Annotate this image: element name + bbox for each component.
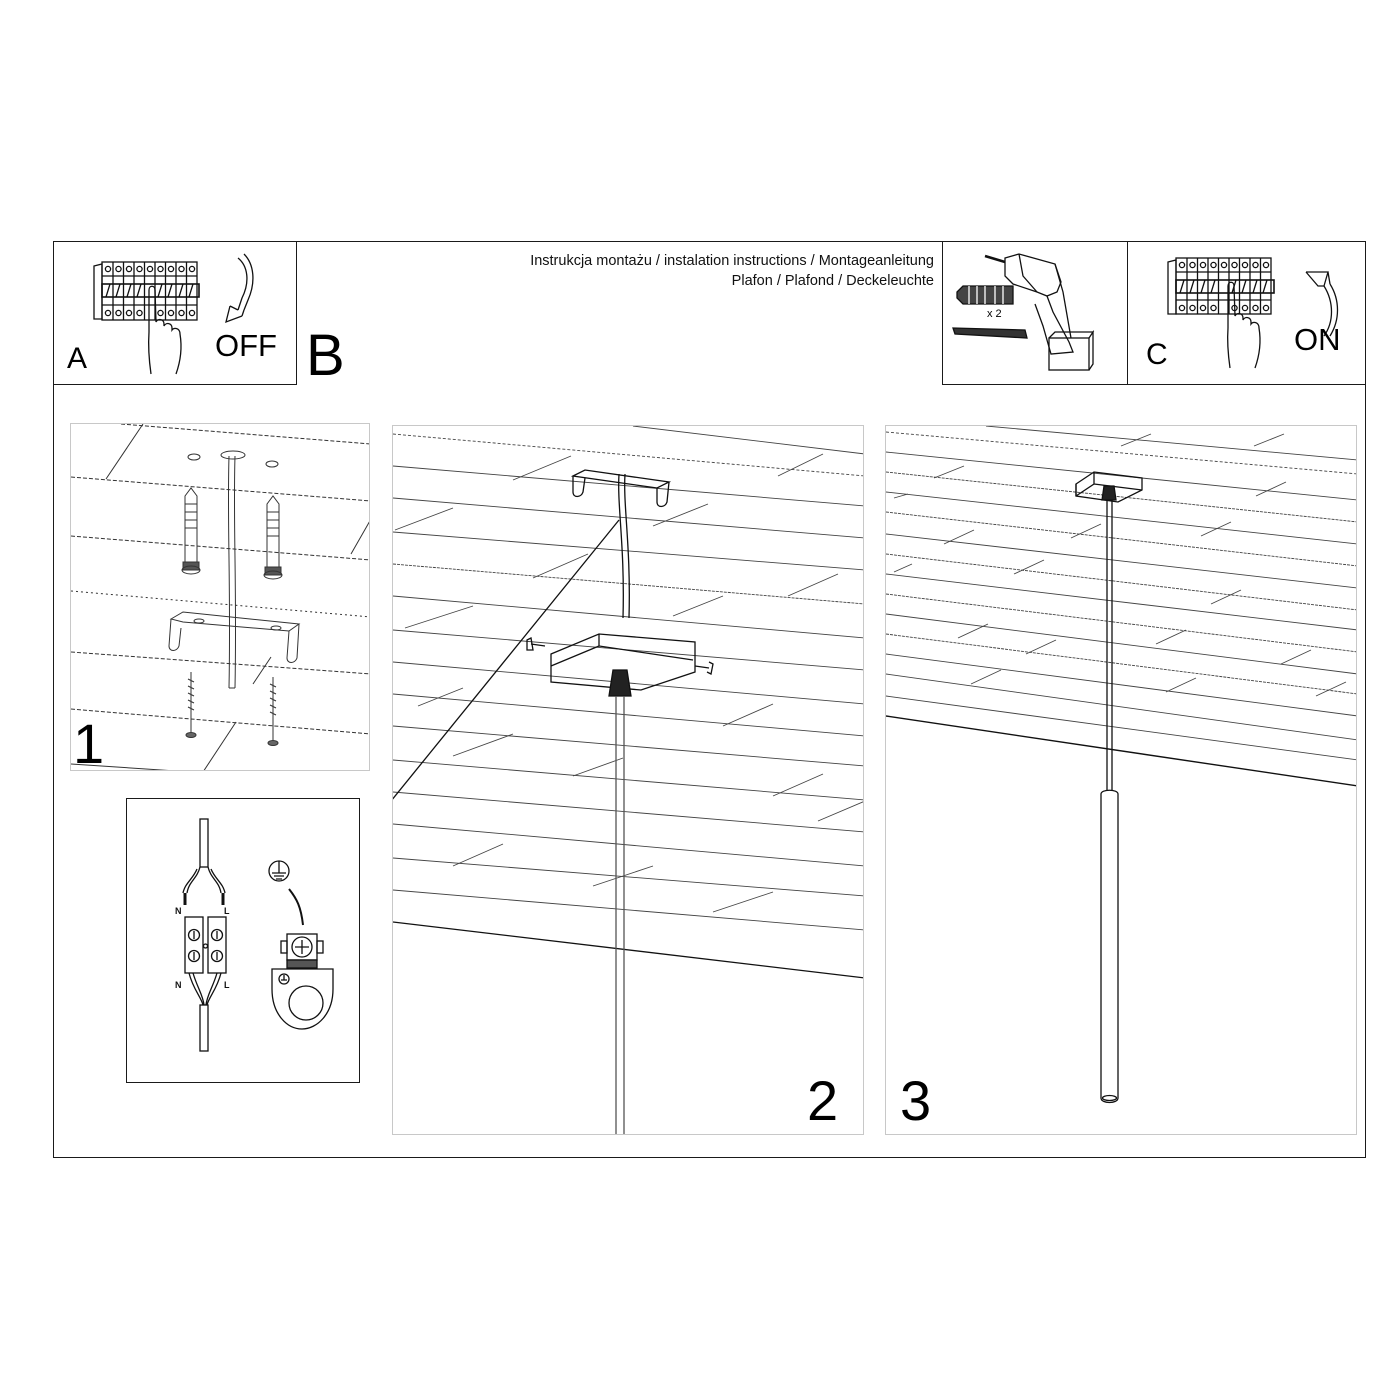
installed-pendant-lamp-illustration [886, 426, 1356, 1104]
canopy-mounting-illustration [393, 426, 863, 1134]
off-label: OFF [215, 328, 277, 363]
circuit-breaker-switch-off-icon [93, 253, 254, 375]
terminal-label-n-top: N [175, 906, 182, 916]
terminal-label-l-bottom: L [224, 980, 230, 990]
on-label: ON [1294, 322, 1341, 357]
step-2-panel: 2 [392, 425, 864, 1135]
wiring-diagram: N L N L [175, 818, 334, 1052]
terminal-label-l-top: L [224, 906, 230, 916]
box-c-letter: C [1146, 338, 1168, 371]
step-2-number: 2 [807, 1069, 839, 1132]
title-line-2: Plafon / Plafond / Deckeleuchte [731, 273, 934, 289]
drill-with-wall-plugs-icon [952, 253, 1095, 371]
box-a-letter: A [67, 342, 88, 375]
terminal-label-n-bottom: N [175, 980, 182, 990]
step-3-panel: 3 [885, 425, 1357, 1135]
step-1-number: 1 [73, 712, 105, 771]
instruction-sheet-frame [53, 241, 1366, 1158]
circuit-breaker-switch-on-icon [1167, 257, 1339, 369]
title-line-1: Instrukcja montażu / instalation instruc… [530, 253, 934, 269]
bracket-and-screws-illustration [71, 424, 369, 770]
step-3-number: 3 [900, 1069, 932, 1132]
box-a-power-off: A OFF [53, 241, 297, 385]
quantity-label: x 2 [987, 308, 1002, 320]
box-b-letter: B [306, 323, 345, 388]
box-b-tools: x 2 [942, 241, 1129, 385]
box-c-power-on: C ON [1127, 241, 1366, 385]
wiring-detail-panel: N L N L [126, 798, 360, 1083]
step-1-panel: 1 [70, 423, 370, 771]
page-title: Instrukcja montażu / instalation instruc… [530, 251, 934, 291]
